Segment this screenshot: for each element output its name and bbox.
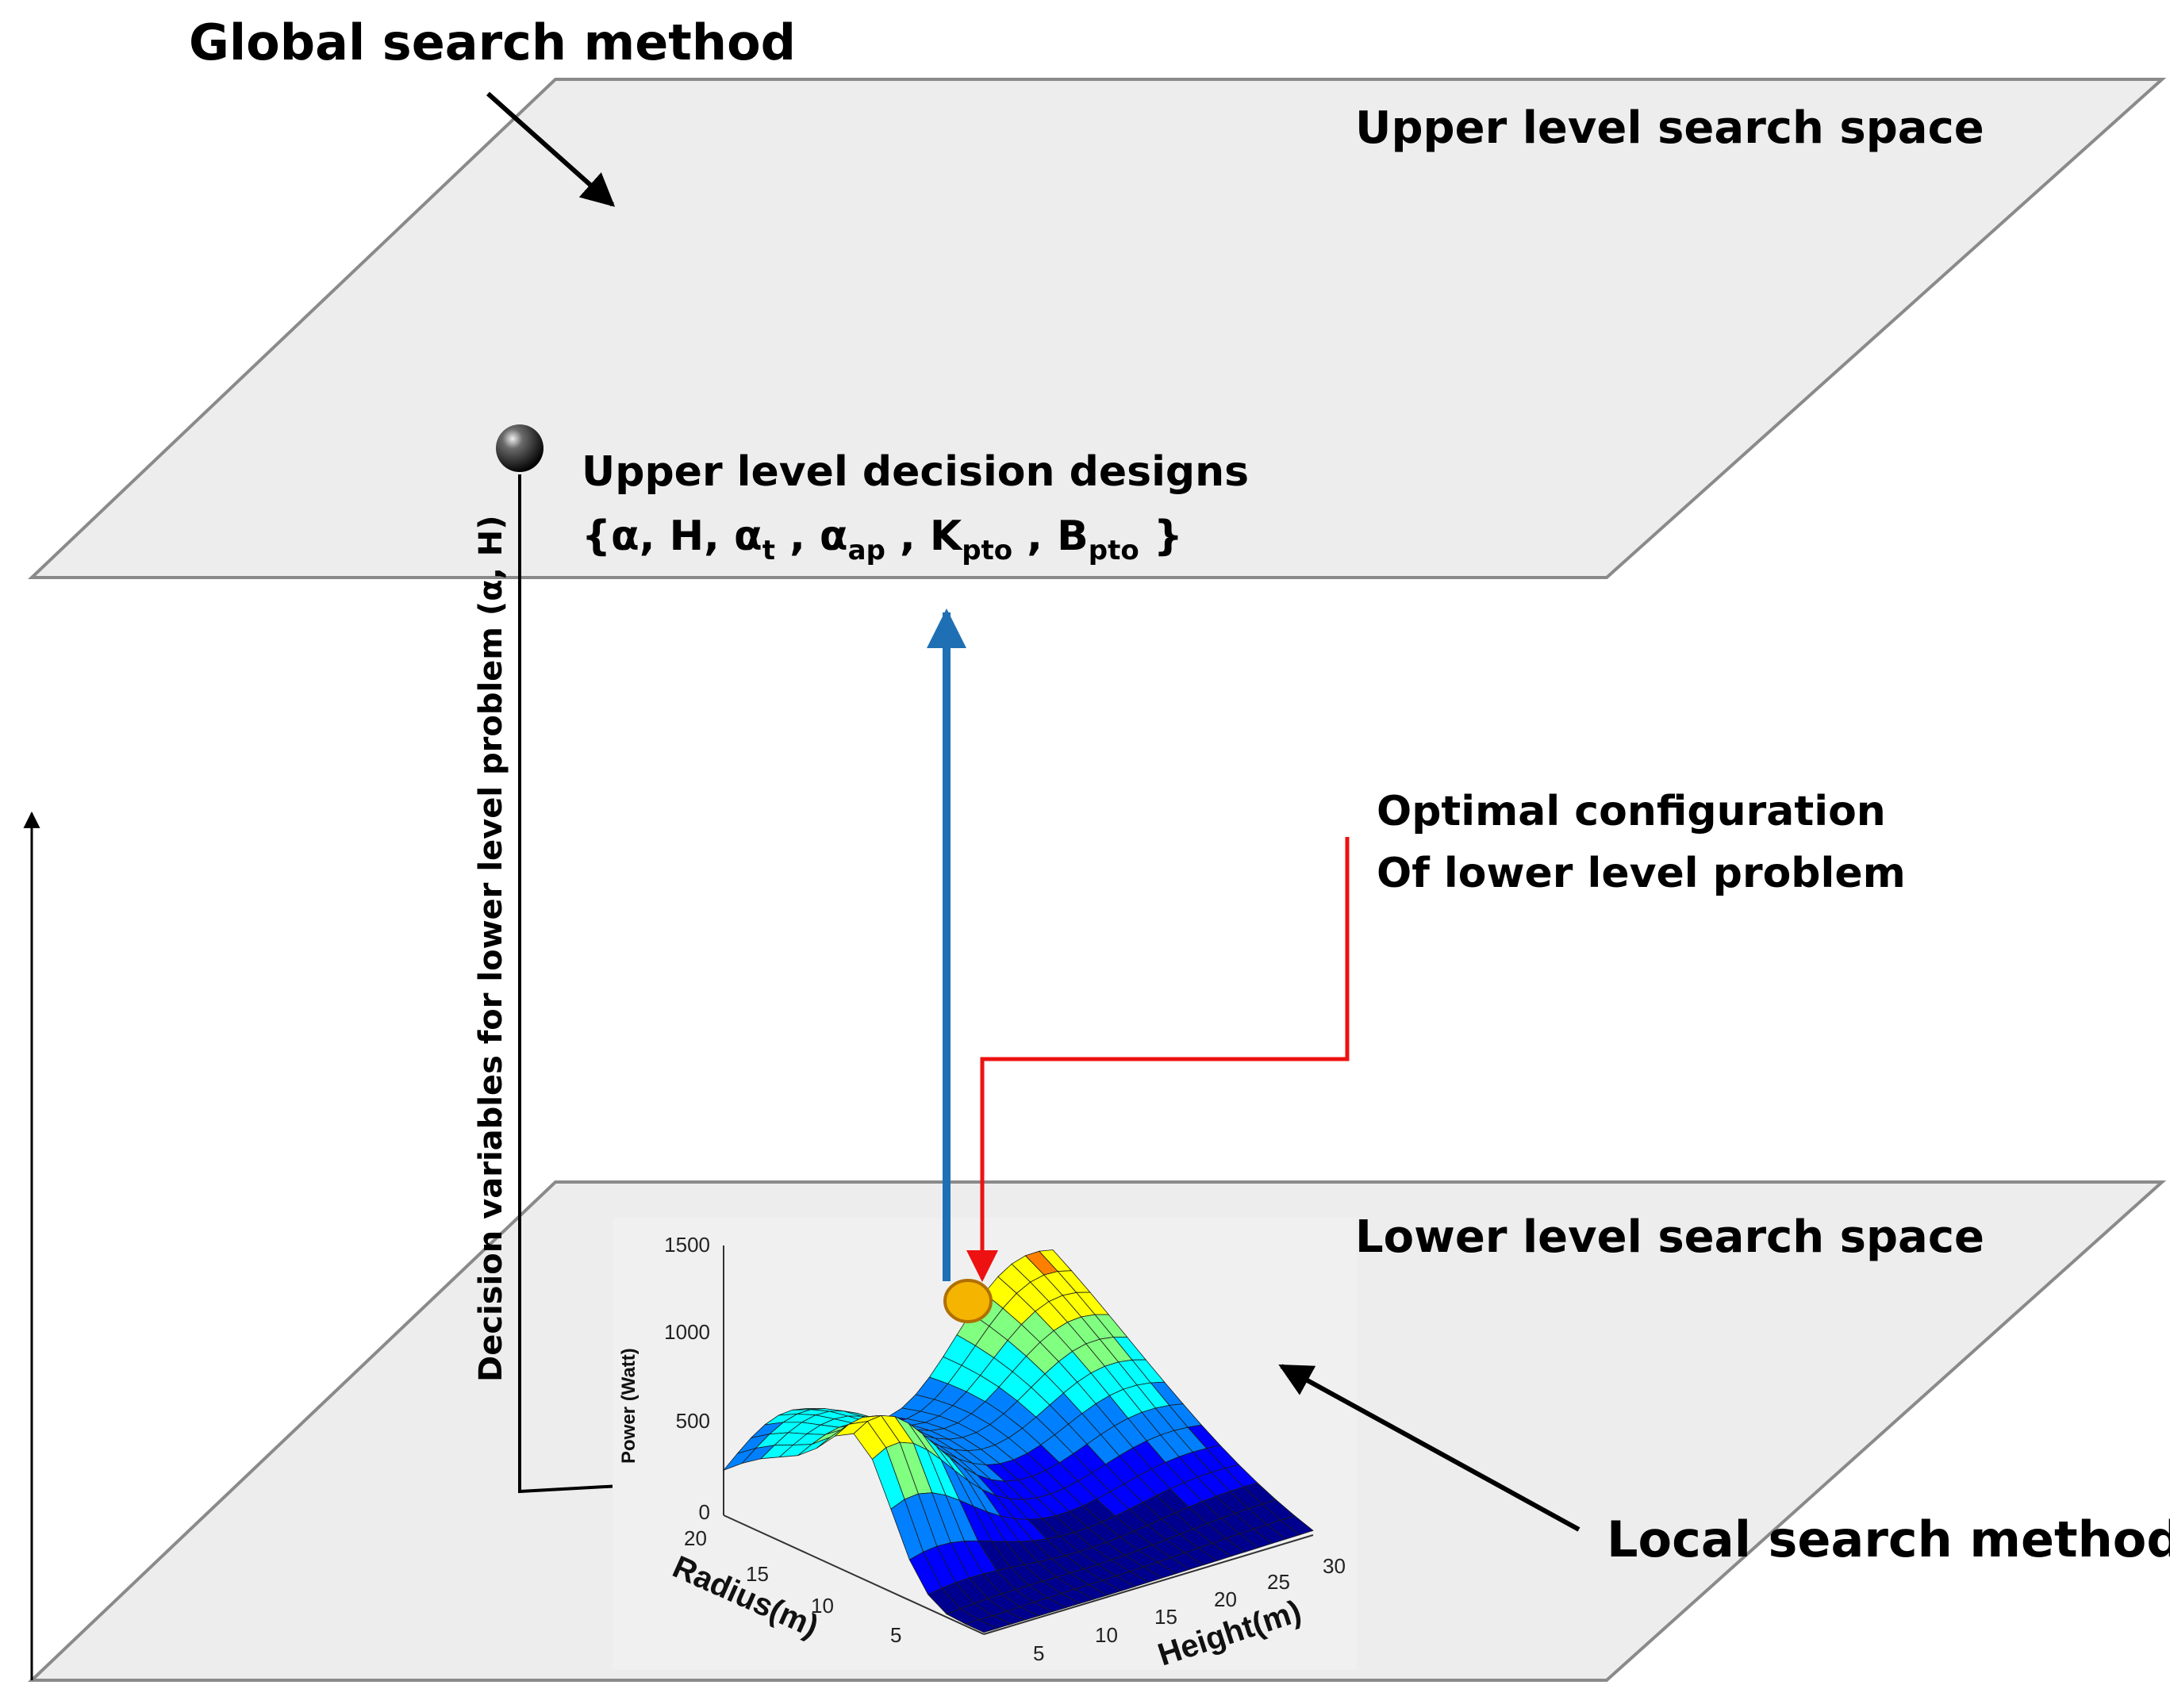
- optimal-config-label-1: Optimal configuration: [1377, 788, 1886, 835]
- height-tick-labels: 5 10 15 20 25 30: [1033, 1554, 1346, 1665]
- radius-tick: 10: [811, 1594, 834, 1618]
- decision-connector-line: [518, 474, 637, 1498]
- upper-space-label: Upper level search space: [1355, 102, 1984, 154]
- height-axis-line: [983, 1534, 1314, 1635]
- z-tick: 0: [699, 1500, 710, 1524]
- height-tick: 10: [1095, 1623, 1118, 1647]
- optimal-config-label-2: Of lower level problem: [1377, 850, 1906, 897]
- power-surface-plot: 1500 1000 500 0 Power (Watt) 20 15 10 5 …: [613, 1218, 1357, 1673]
- decision-variables-label: Decision variables for lower level probl…: [473, 515, 509, 1382]
- optimal-config-connector: [966, 837, 1350, 1282]
- z-tick: 1000: [664, 1320, 710, 1344]
- surface-facet: [964, 1619, 999, 1633]
- global-search-arrow: [486, 91, 616, 207]
- radius-axis-line: [723, 1514, 985, 1635]
- z-tick-labels: 1500 1000 500 0: [664, 1233, 710, 1524]
- height-tick: 20: [1214, 1587, 1237, 1611]
- radius-tick: 5: [890, 1623, 901, 1647]
- height-tick: 30: [1323, 1554, 1346, 1578]
- z-tick: 1500: [664, 1233, 710, 1257]
- z-tick: 500: [676, 1409, 710, 1433]
- radius-tick: 15: [746, 1562, 769, 1586]
- height-tick: 25: [1267, 1570, 1290, 1594]
- global-search-label: Global search method: [189, 13, 796, 71]
- surface-mesh: [722, 1249, 1314, 1633]
- upper-designs-title: Upper level decision designs: [582, 448, 1249, 496]
- lower-space-label: Lower level search space: [1355, 1211, 1984, 1263]
- radius-tick-labels: 20 15 10 5: [684, 1526, 901, 1647]
- local-search-label: Local search method: [1607, 1510, 2170, 1568]
- z-axis-label: Power (Watt): [618, 1348, 639, 1464]
- optimum-marker: [943, 1279, 993, 1323]
- radius-tick: 20: [684, 1526, 707, 1550]
- upper-search-plane: [27, 78, 2167, 579]
- height-tick: 15: [1154, 1605, 1177, 1629]
- height-tick: 5: [1033, 1641, 1044, 1665]
- upper-design-ball: [496, 424, 543, 472]
- upper-designs-variables: {α, H, αt , αap , Kpto , Bpto }: [582, 512, 1183, 566]
- local-search-arrow: [1278, 1364, 1580, 1532]
